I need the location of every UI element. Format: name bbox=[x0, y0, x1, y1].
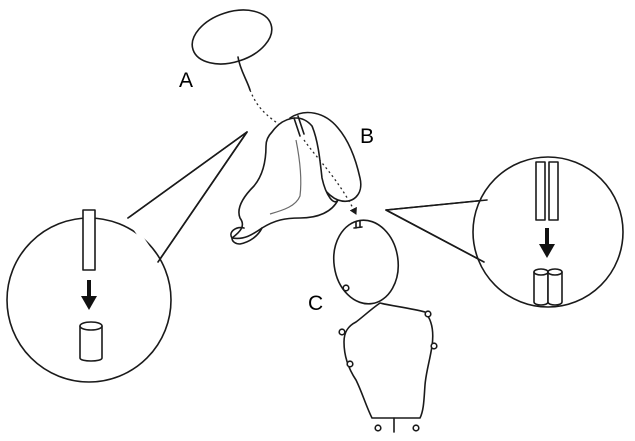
left-callout-cylinder bbox=[79, 321, 103, 362]
part-c-node bbox=[374, 424, 382, 432]
part-c-node bbox=[342, 284, 350, 292]
part-a-oval-with-stalk bbox=[191, 9, 301, 139]
left-callout-tube bbox=[82, 209, 96, 271]
part-c-node bbox=[424, 310, 432, 318]
part-c-node bbox=[412, 424, 420, 432]
right-callout-tube-right bbox=[548, 161, 559, 221]
left-magnified-callout bbox=[6, 131, 248, 383]
part-a-oval bbox=[191, 9, 273, 65]
part-c-figure bbox=[332, 219, 438, 433]
part-c-node bbox=[346, 360, 354, 368]
label-b: B bbox=[360, 125, 374, 148]
right-callout-double-cylinder bbox=[533, 268, 563, 306]
right-callout-tube-left bbox=[535, 161, 546, 221]
part-c-head bbox=[332, 219, 400, 305]
right-magnified-callout bbox=[385, 156, 624, 308]
label-a: A bbox=[179, 69, 193, 92]
label-c: C bbox=[308, 292, 323, 315]
right-callout-connector bbox=[385, 199, 488, 263]
part-c-torso bbox=[343, 302, 434, 419]
part-b-inner-tube bbox=[293, 115, 305, 137]
part-b-lower-lip bbox=[230, 226, 263, 245]
left-callout-connector bbox=[127, 131, 248, 263]
down-arrow-icon bbox=[81, 280, 97, 310]
part-b-inner-fold bbox=[269, 139, 302, 215]
part-c-node bbox=[338, 328, 346, 336]
part-c-head-marker bbox=[353, 220, 363, 229]
down-arrow-icon bbox=[539, 228, 555, 258]
part-a-stalk bbox=[237, 56, 251, 91]
part-c-node bbox=[430, 342, 438, 350]
part-b-flower bbox=[127, 111, 488, 263]
